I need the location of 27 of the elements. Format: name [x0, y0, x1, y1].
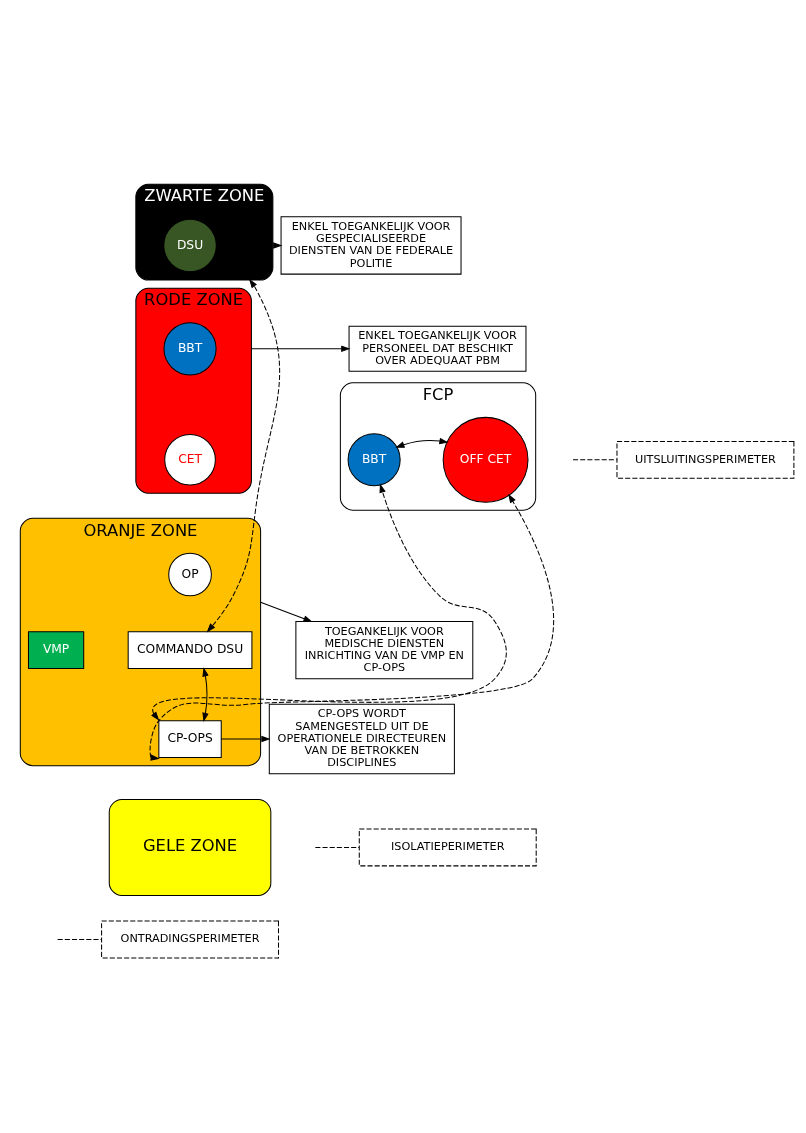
node-box: ENKEL TOEGANKELIJK VOOR GESPECIALISEERDE DIENSTEN VAN DE FEDERALE POLITIE [280, 215, 462, 275]
node-box: COMMANDO DSU [127, 630, 253, 669]
node-circle: BBT [163, 321, 217, 375]
node-box: CP-OPS [158, 719, 222, 758]
connector [57, 938, 102, 940]
arrow [395, 437, 449, 448]
connector [314, 846, 360, 848]
node-box: UITSLUITINGSPERIMETER [616, 440, 795, 479]
arrow [206, 278, 280, 632]
arrow [220, 735, 271, 742]
arrow [151, 483, 507, 721]
node-box: ISOLATIEPERIMETER [358, 828, 537, 866]
node-circle: OP [168, 552, 212, 596]
node-box: TOEGANKELIJK VOOR MEDISCHE DIENSTEN INRICHTING VAN DE VMP EN CP-OPS [295, 620, 474, 679]
node-circle: BBT [347, 432, 401, 486]
node-circle: DSU [163, 218, 217, 272]
arrow [149, 493, 555, 761]
arrow [260, 601, 313, 622]
node-box: GELE ZONE [108, 798, 272, 896]
arrow [250, 345, 351, 352]
node-circle: CET [164, 433, 216, 486]
connector [572, 458, 618, 460]
node-box: CP-OPS WORDT SAMENGESTELD UIT DE OPERATIONELE DIRECTEUREN VAN DE BETROKKEN DISCIPLINES [268, 703, 455, 774]
node-box: ONTRADINGSPERIMETER [101, 920, 279, 958]
arrow [202, 666, 209, 722]
node-box: VMP [27, 630, 85, 669]
node-box: ENKEL TOEGANKELIJK VOOR PERSONEEL DAT BESCHIKT OVER ADEQUAAT PBM [348, 325, 527, 372]
